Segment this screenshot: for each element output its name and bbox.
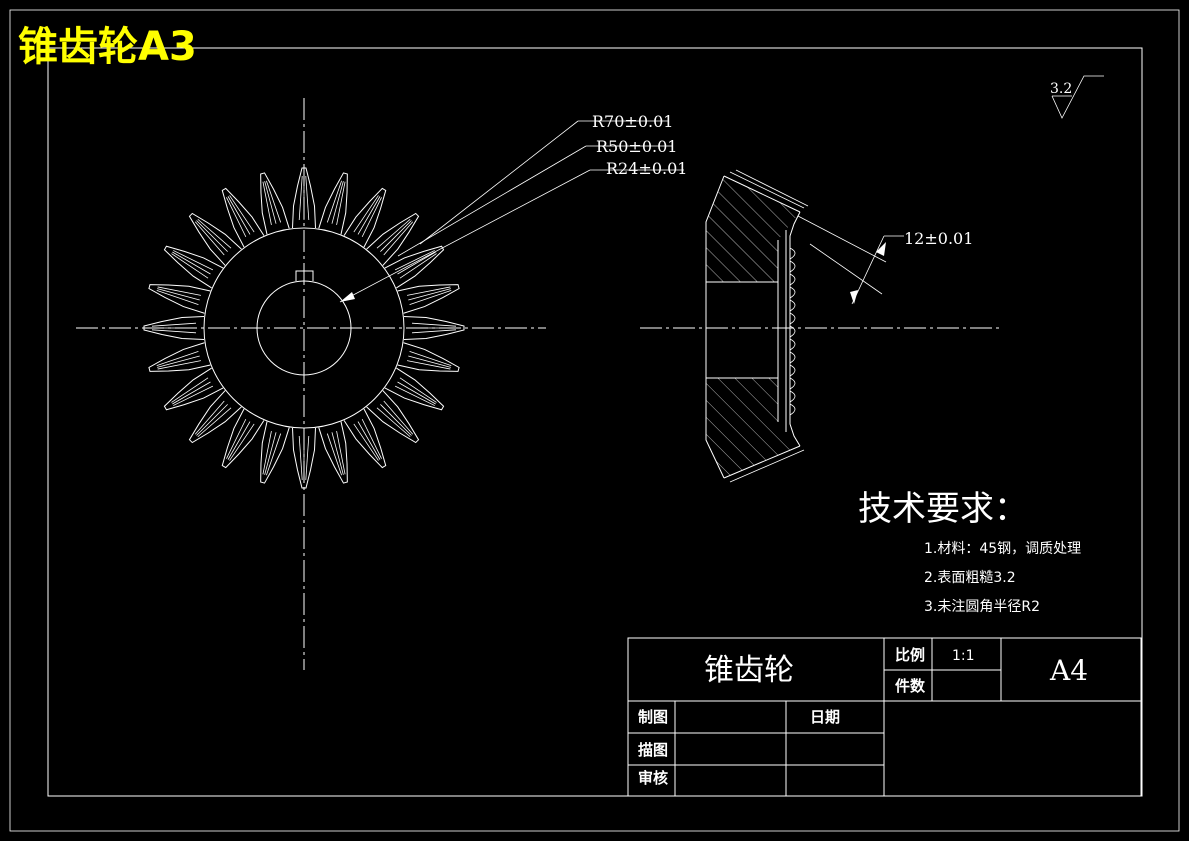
gear-tooth — [318, 172, 348, 235]
side-tooth — [789, 299, 796, 312]
side-tooth — [789, 377, 796, 390]
dim-r24: R24±0.01 — [606, 159, 687, 178]
tb-date-label: 日期 — [810, 708, 840, 726]
side-tooth — [789, 403, 796, 416]
gear-tooth — [221, 408, 265, 469]
side-teeth — [789, 247, 796, 416]
width-ext-1 — [797, 215, 887, 263]
tech-req-item-2: 2.表面粗糙3.2 — [924, 570, 1016, 586]
r24-leader — [339, 169, 591, 303]
drawing-heading: 锥齿轮A3 — [18, 24, 197, 70]
gear-tooth — [188, 390, 242, 444]
tech-req-item-1: 1.材料：45钢，调质处理 — [924, 541, 1081, 557]
gear-tooth — [188, 212, 242, 266]
side-tooth — [789, 338, 796, 351]
gear-tooth — [292, 427, 316, 489]
width-ext-2 — [809, 243, 883, 295]
gear-tooth — [397, 342, 460, 372]
r70-leader — [419, 120, 579, 245]
tb-scale-label: 比例 — [895, 646, 925, 664]
gear-teeth — [143, 167, 465, 489]
gear-tooth — [148, 342, 211, 372]
side-tooth — [789, 273, 796, 286]
side-tooth — [789, 247, 796, 260]
r50-leader — [397, 145, 587, 257]
width-dim-line — [851, 235, 885, 305]
tech-req-item-3: 3.未注圆角半径R2 — [924, 599, 1040, 615]
tb-part-name: 锥齿轮 — [704, 653, 794, 688]
gear-front-view — [143, 167, 465, 489]
outer-border — [9, 9, 1180, 832]
side-tooth — [789, 312, 796, 325]
inner-frame — [47, 47, 1143, 797]
side-tooth — [789, 364, 796, 377]
bore-circle — [256, 280, 352, 376]
gear-tooth — [343, 408, 387, 469]
tb-scale-value: 1:1 — [952, 648, 975, 664]
tb-traced-label: 描图 — [638, 741, 668, 759]
side-tooth — [789, 260, 796, 273]
tech-req-title: 技术要求： — [858, 489, 1028, 529]
gear-tooth — [343, 187, 387, 248]
gear-tooth — [143, 316, 205, 340]
gear-tooth — [318, 421, 348, 484]
gear-tooth — [384, 367, 445, 411]
gear-tooth — [366, 212, 420, 266]
dim-r50: R50±0.01 — [596, 137, 677, 156]
width-arrow-1 — [876, 242, 886, 256]
root-circle — [203, 227, 405, 429]
keyway — [295, 270, 314, 281]
dim-r70: R70±0.01 — [592, 112, 673, 131]
lower-section-hatch — [706, 378, 800, 478]
roughness-value: 3.2 — [1050, 81, 1072, 97]
tb-qty-label: 件数 — [895, 677, 926, 695]
gear-tooth — [366, 390, 420, 444]
side-tooth — [789, 390, 796, 403]
gear-tooth — [397, 284, 460, 314]
tb-drawn-label: 制图 — [638, 708, 668, 726]
gear-tooth — [292, 167, 316, 229]
tb-checked-label: 审核 — [638, 769, 668, 787]
roughness-symbol — [1051, 75, 1104, 119]
gear-tooth — [148, 284, 211, 314]
side-tooth — [789, 286, 796, 299]
gear-tooth — [260, 421, 290, 484]
side-tooth — [789, 325, 796, 338]
r24-arrowhead — [340, 292, 355, 302]
side-tooth — [789, 351, 796, 364]
gear-tooth — [403, 316, 465, 340]
gear-side-section — [705, 169, 809, 483]
gear-tooth — [163, 245, 224, 289]
gear-tooth — [260, 172, 290, 235]
gear-tooth — [163, 367, 224, 411]
tb-sheet-size: A4 — [1049, 654, 1088, 687]
title-block — [627, 637, 1142, 797]
upper-section-hatch — [706, 176, 800, 282]
gear-tooth — [221, 187, 265, 248]
dim-width: 12±0.01 — [904, 229, 973, 248]
width-arrow-2 — [850, 290, 858, 304]
